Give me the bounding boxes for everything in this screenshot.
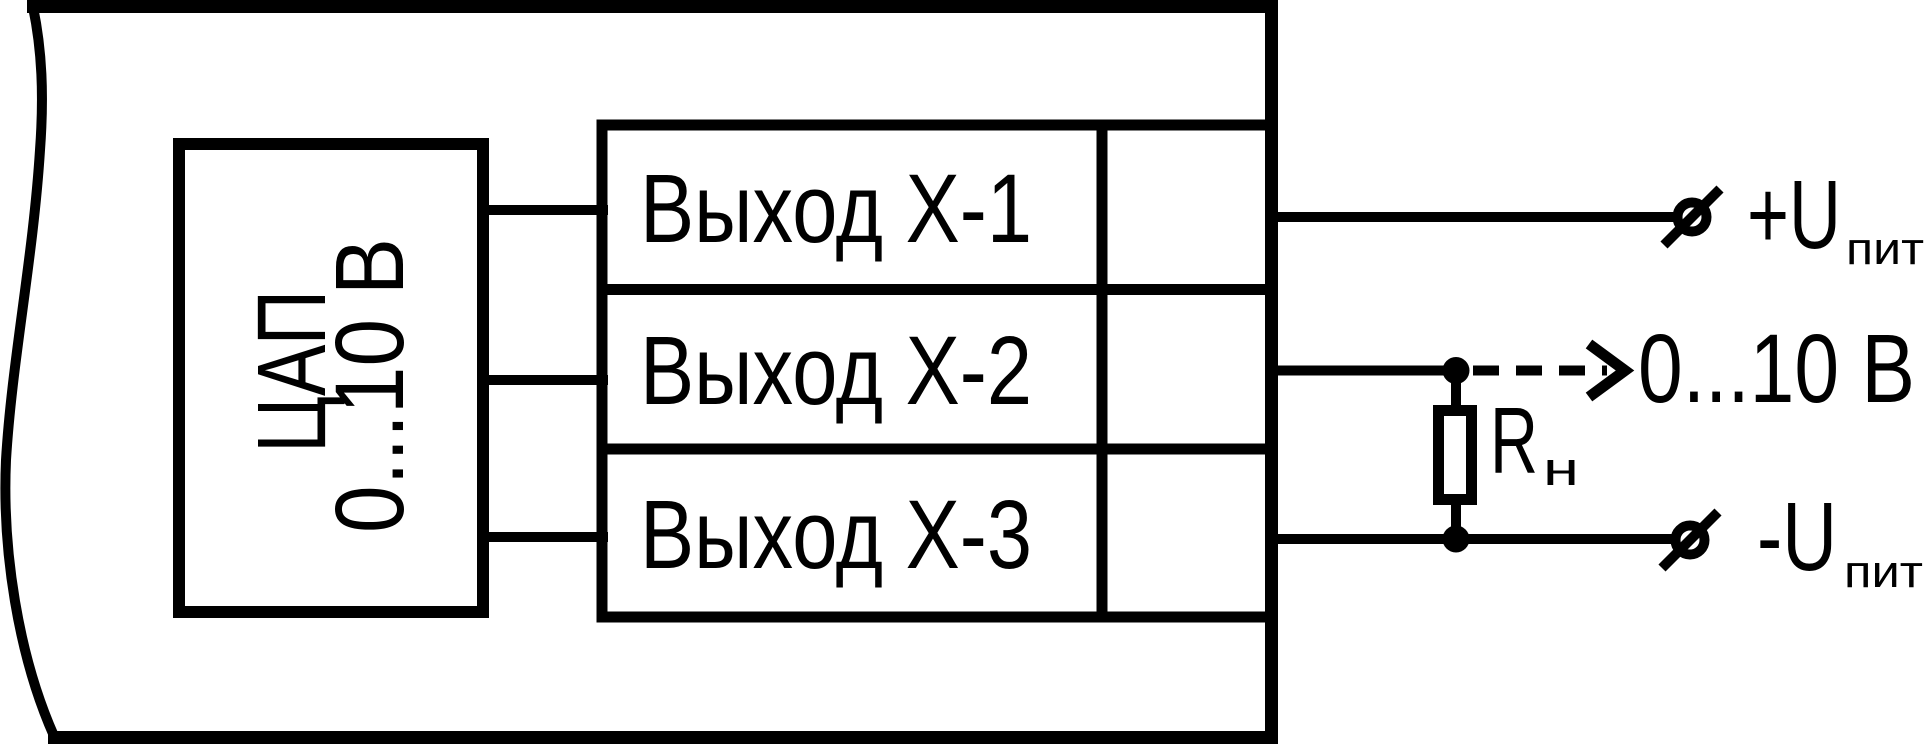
junction-dot-top	[1442, 357, 1470, 384]
signal-arrowhead-icon	[1585, 339, 1635, 402]
output-label-x1: Выход Х-1	[640, 154, 1032, 263]
dac-range-label: 0...10 В	[315, 238, 424, 533]
minus-supply-label: -U	[1757, 482, 1837, 591]
dac-box	[173, 138, 489, 618]
terminal-circle	[1672, 197, 1712, 237]
device-torn-left-edge	[0, 2, 59, 741]
resistor-label: R	[1490, 388, 1538, 493]
output-label-x3: Выход Х-3	[640, 480, 1032, 589]
screw-terminal-plus-icon	[1660, 185, 1724, 249]
screw-terminal-minus-icon	[1658, 508, 1722, 572]
output-label-x2: Выход Х-2	[640, 316, 1032, 425]
signal-range-label: 0...10 В	[1638, 314, 1915, 423]
plus-supply-label: +U	[1747, 160, 1841, 269]
terminal-slash	[1658, 508, 1722, 572]
plus-supply-label-subscript: пит	[1846, 223, 1924, 274]
terminal-circle	[1670, 520, 1710, 560]
dac-name-label: ЦАП	[237, 290, 346, 453]
resistor-label-subscript: н	[1543, 442, 1579, 495]
terminal-slash	[1660, 185, 1724, 249]
load-resistor	[1433, 405, 1477, 505]
minus-supply-label-subscript: пит	[1844, 546, 1923, 597]
terminal-cells-column	[1096, 119, 1277, 623]
